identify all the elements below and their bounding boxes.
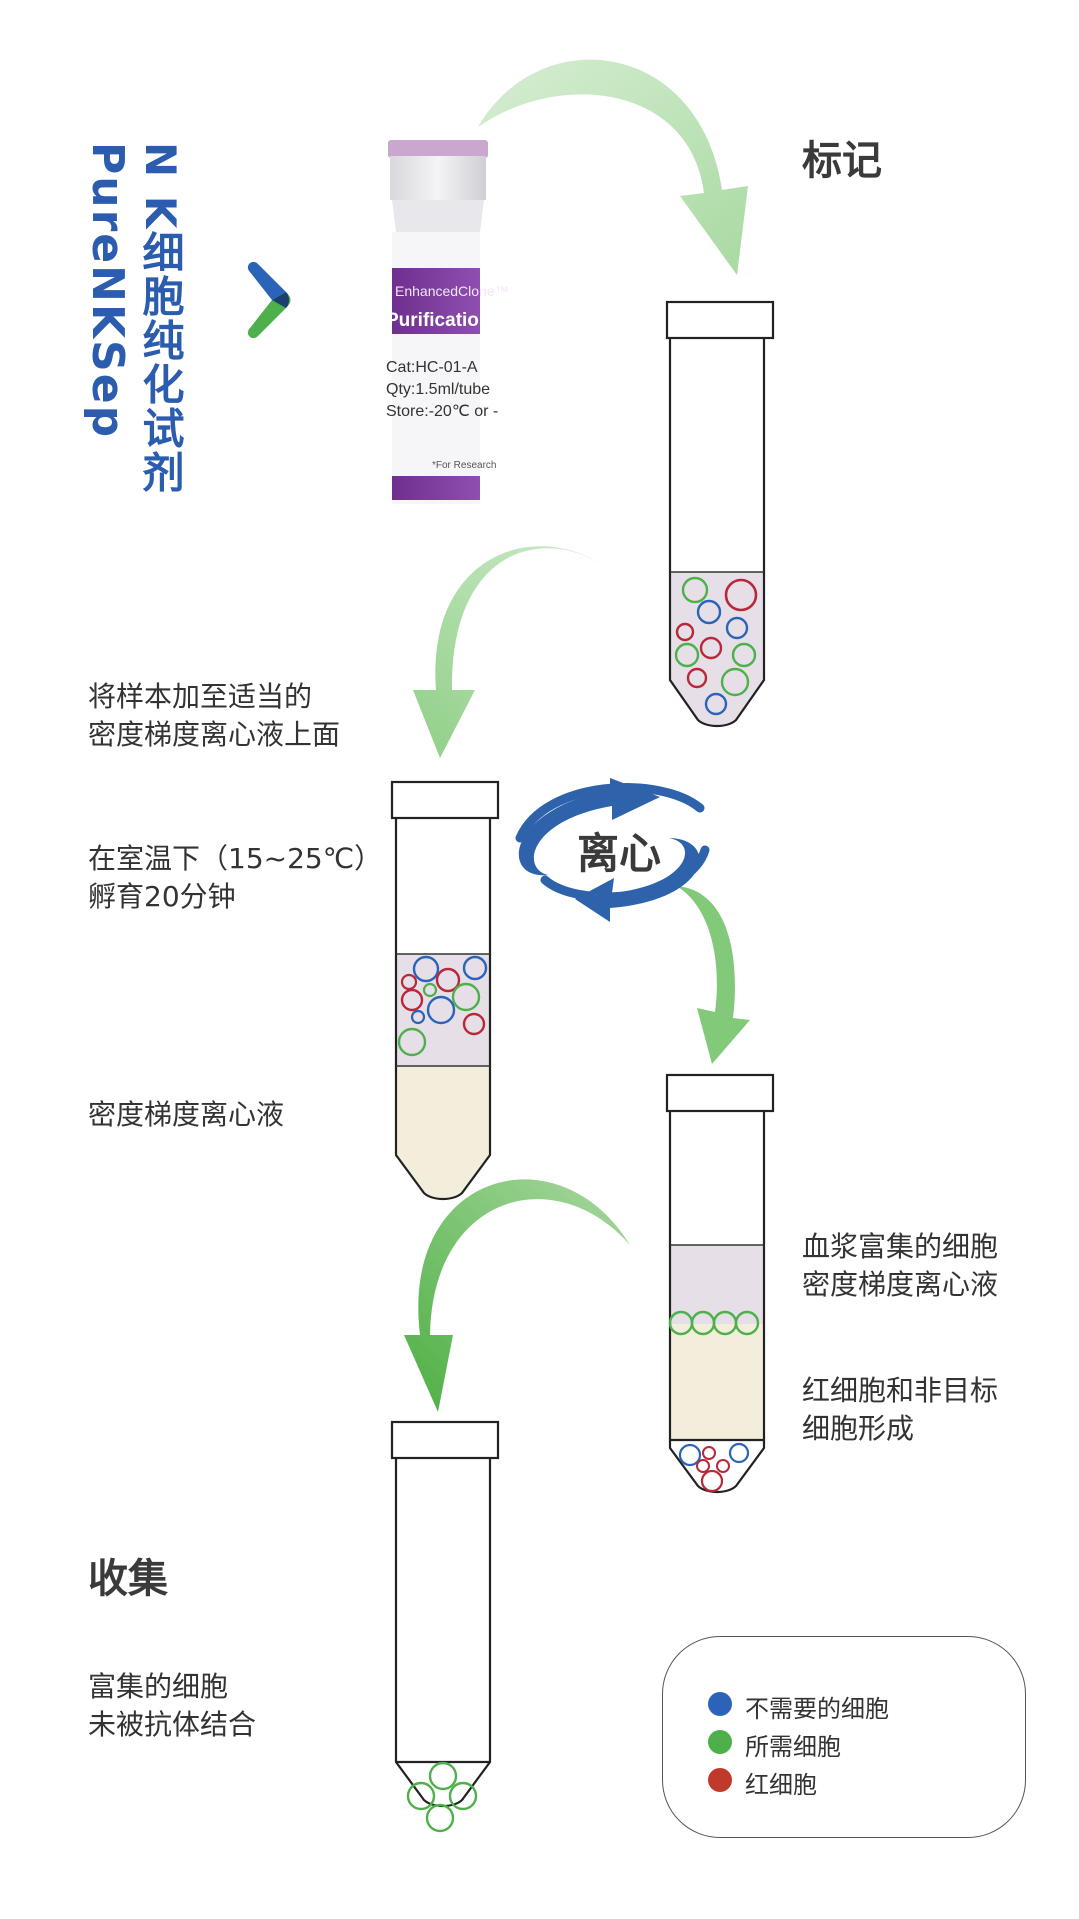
arrow-1	[478, 59, 748, 275]
centrifuge-label: 离心	[577, 829, 662, 878]
product-title-en: PureNKSep	[82, 142, 133, 440]
vial-note: *For Research	[432, 460, 496, 471]
vial-cat: Cat:HC-01-A	[386, 359, 478, 376]
incubate-line2: 孵育20分钟	[88, 880, 236, 913]
add-sample-line1: 将样本加至适当的	[88, 680, 313, 713]
tube-d	[390, 1420, 500, 1833]
tube-a	[665, 300, 775, 728]
vial-qty: Qty:1.5ml/tube	[386, 381, 490, 398]
brand-logo-icon	[247, 261, 291, 339]
enriched-line2: 未被抗体结合	[88, 1708, 257, 1741]
legend-item-red-cell: 红细胞	[708, 1765, 817, 1800]
vial-brand: EnhancedClone™	[395, 283, 509, 299]
product-title-cn: N K细胞纯化试剂	[136, 142, 185, 495]
product-vial: EnhancedClone™ Purification Cat:HC-01-A …	[386, 140, 509, 504]
enriched-line1: 富集的细胞	[88, 1670, 229, 1703]
legend: 不需要的细胞 所需细胞 红细胞	[662, 1636, 1026, 1838]
tube-c	[665, 1073, 775, 1494]
arrow-3	[676, 886, 750, 1064]
legend-label-red-cell: 红细胞	[745, 1771, 817, 1799]
density-medium-label: 密度梯度离心液	[88, 1098, 285, 1131]
legend-label-desired: 所需细胞	[745, 1733, 841, 1761]
incubate-line1: 在室温下（15~25℃）	[88, 842, 383, 875]
plasma-cells-line1: 血浆富集的细胞	[802, 1230, 999, 1263]
vial-store: Store:-20℃ or -	[386, 403, 498, 420]
rbc-formed-line2: 细胞形成	[802, 1412, 915, 1445]
step-label-heading: 标记	[802, 138, 882, 184]
arrow-2	[413, 546, 630, 758]
centrifuge-arrows	[515, 778, 710, 922]
arrow-4	[404, 1179, 630, 1412]
plasma-cells-line2: 密度梯度离心液	[802, 1268, 999, 1301]
red-dot-icon	[708, 1768, 732, 1792]
tube-b	[390, 780, 500, 1201]
add-sample-line2: 密度梯度离心液上面	[88, 718, 341, 751]
green-dot-icon	[708, 1730, 732, 1754]
blue-dot-icon	[708, 1692, 732, 1716]
vial-product: Purification	[386, 310, 491, 331]
rbc-formed-line1: 红细胞和非目标	[802, 1374, 999, 1407]
legend-label-unwanted: 不需要的细胞	[745, 1695, 889, 1723]
legend-item-unwanted: 不需要的细胞	[708, 1689, 889, 1724]
collect-heading: 收集	[88, 1556, 168, 1602]
legend-item-desired: 所需细胞	[708, 1727, 841, 1762]
